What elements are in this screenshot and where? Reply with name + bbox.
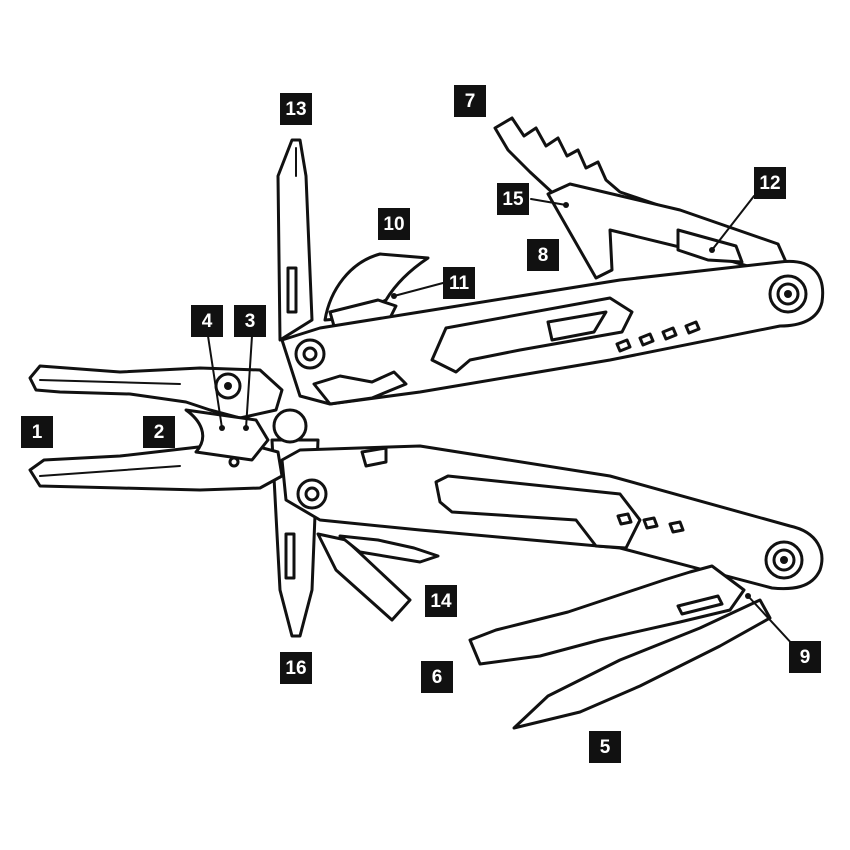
callout-label-8: 8 bbox=[527, 239, 559, 271]
callout-label-10: 10 bbox=[378, 208, 410, 240]
callout-label-15: 15 bbox=[497, 183, 529, 215]
callout-label-12: 12 bbox=[754, 167, 786, 199]
callout-label-5: 5 bbox=[589, 731, 621, 763]
callout-label-13: 13 bbox=[280, 93, 312, 125]
hook-tool bbox=[323, 252, 430, 328]
callout-label-2: 2 bbox=[143, 416, 175, 448]
serrated-blade bbox=[468, 564, 746, 666]
callout-label-6: 6 bbox=[421, 661, 453, 693]
callout-label-11: 11 bbox=[443, 267, 475, 299]
callout-label-16: 16 bbox=[280, 652, 312, 684]
callout-label-9: 9 bbox=[789, 641, 821, 673]
callout-label-4: 4 bbox=[191, 305, 223, 337]
leader-lines bbox=[207, 195, 795, 647]
small-blade bbox=[316, 532, 440, 622]
callout-label-1: 1 bbox=[21, 416, 53, 448]
callout-label-14: 14 bbox=[425, 585, 457, 617]
lower-handle bbox=[280, 444, 824, 591]
straight-blade bbox=[512, 598, 772, 730]
upper-handle bbox=[280, 259, 825, 406]
callout-label-7: 7 bbox=[454, 85, 486, 117]
callout-label-3: 3 bbox=[234, 305, 266, 337]
